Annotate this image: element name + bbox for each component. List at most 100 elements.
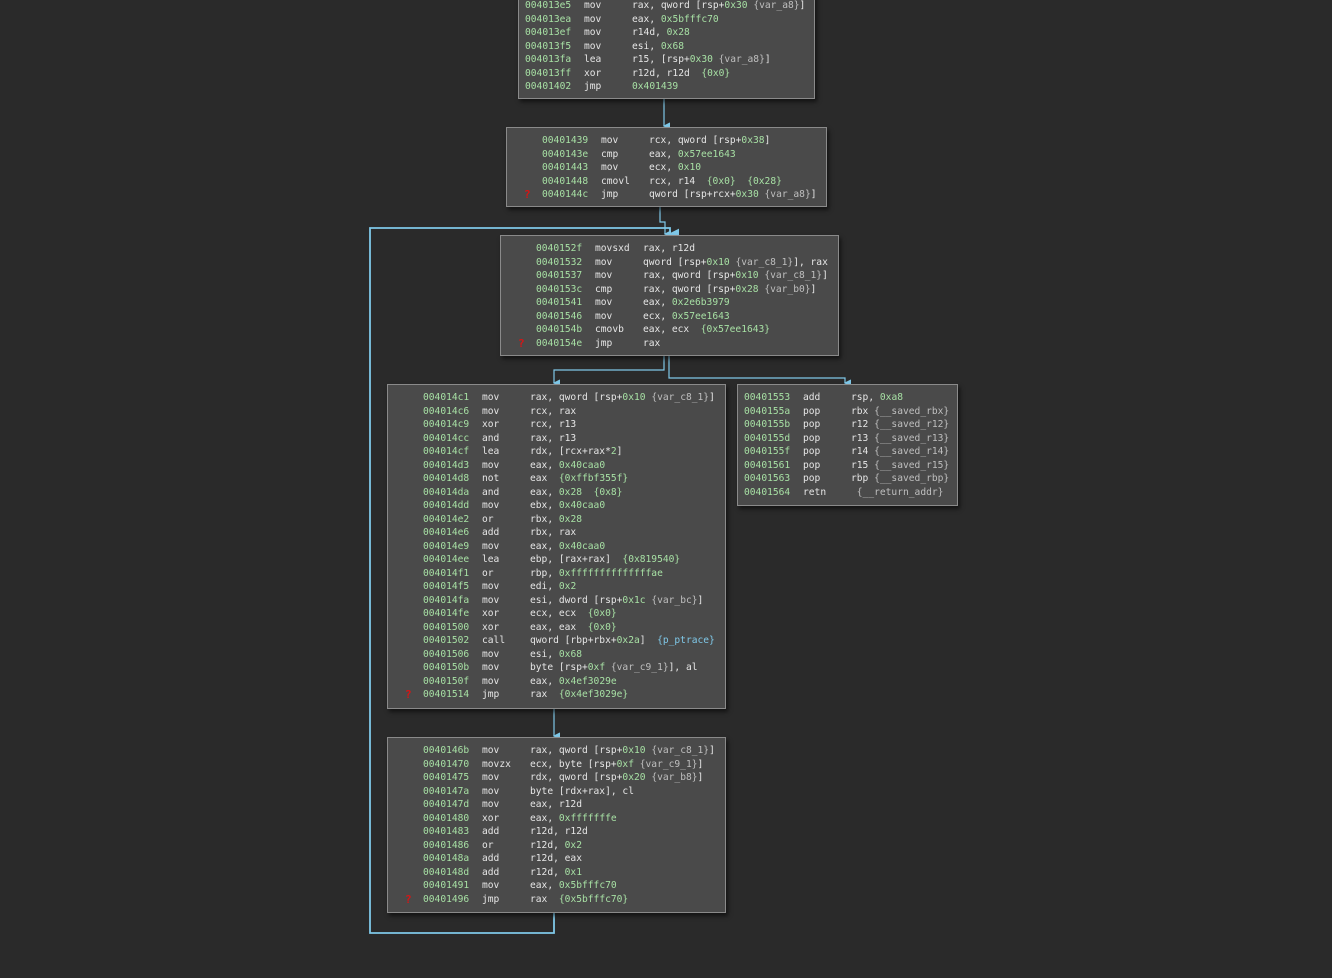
variable-token[interactable]: {var_c8_1} bbox=[651, 392, 710, 403]
variable-token[interactable]: {var_a8} bbox=[718, 54, 765, 65]
instruction-address[interactable]: 004014c6 bbox=[423, 405, 470, 417]
variable-token[interactable]: {var_b0} bbox=[764, 283, 811, 295]
instruction-operands[interactable]: rbx, rax bbox=[530, 526, 576, 540]
instruction-address[interactable]: 0040147a bbox=[423, 785, 470, 797]
instruction-operands[interactable]: r12d, 0x1 bbox=[530, 866, 582, 880]
instruction-operands[interactable]: r14d, 0x28 bbox=[632, 26, 690, 40]
immediate-token[interactable]: {0xffbf355f} bbox=[558, 473, 629, 484]
instruction-address[interactable]: 0040155a bbox=[744, 405, 791, 417]
instruction-operands[interactable]: eax, 0x40caa0 bbox=[530, 459, 605, 473]
instruction-operands[interactable]: rsp, 0xa8 bbox=[851, 391, 903, 405]
instruction-address[interactable]: 004014cf bbox=[423, 446, 470, 457]
immediate-token[interactable]: 0x28 bbox=[735, 283, 759, 295]
instruction-address[interactable]: 00401561 bbox=[744, 459, 791, 471]
instruction-operands[interactable]: rbx {__saved_rbx} bbox=[851, 405, 949, 419]
variable-token[interactable]: {var_b8} bbox=[651, 772, 698, 783]
instruction-address[interactable]: 004014fe bbox=[423, 608, 470, 619]
instruction-operands[interactable]: qword [rbp+rbx+0x2a] {p_ptrace} bbox=[530, 634, 715, 648]
immediate-token[interactable]: {0x819540} bbox=[622, 554, 681, 565]
instruction-address[interactable]: 004013fa bbox=[525, 54, 572, 65]
instruction-operands[interactable]: eax, r12d bbox=[530, 798, 582, 812]
immediate-token[interactable]: 0x28 bbox=[558, 486, 582, 498]
immediate-token[interactable]: {0x0} bbox=[587, 621, 617, 633]
instruction-address[interactable]: 00401564 bbox=[744, 486, 791, 498]
instruction-address[interactable]: 00401506 bbox=[423, 648, 470, 660]
instruction-operands[interactable]: rax, qword [rsp+0x10 {var_c8_1}] bbox=[643, 269, 828, 283]
instruction-address[interactable]: 0040154e bbox=[536, 337, 583, 349]
instruction-address[interactable]: 00401537 bbox=[536, 270, 583, 281]
instruction-operands[interactable]: r14 {__saved_r14} bbox=[851, 445, 949, 459]
immediate-token[interactable]: {0x5bfffc70} bbox=[558, 893, 629, 905]
instruction-operands[interactable]: edi, 0x2 bbox=[530, 580, 576, 594]
instruction-address[interactable]: 00401500 bbox=[423, 621, 470, 633]
immediate-token[interactable]: 0xf bbox=[616, 758, 634, 770]
symbol-token[interactable]: {p_ptrace} bbox=[657, 635, 715, 646]
instruction-operands[interactable]: byte [rsp+0xf {var_c9_1}], al bbox=[530, 661, 698, 675]
instruction-operands[interactable]: esi, 0x68 bbox=[632, 40, 684, 54]
immediate-token[interactable]: 0x10 bbox=[677, 162, 701, 173]
instruction-address[interactable]: 00401496 bbox=[423, 893, 470, 905]
variable-token[interactable]: {var_a8} bbox=[753, 0, 800, 11]
immediate-token[interactable]: 0x57ee1643 bbox=[677, 148, 736, 160]
instruction-address[interactable]: 004014dd bbox=[423, 500, 470, 511]
instruction-address[interactable]: 004014da bbox=[423, 486, 470, 498]
instruction-address[interactable]: 0040143e bbox=[542, 148, 589, 160]
immediate-token[interactable]: 0x40caa0 bbox=[558, 459, 606, 471]
instruction-address[interactable]: 00401502 bbox=[423, 635, 470, 646]
instruction-address[interactable]: 004013ff bbox=[525, 67, 572, 79]
instruction-operands[interactable]: rcx, rax bbox=[530, 405, 576, 419]
instruction-operands[interactable]: ecx, 0x57ee1643 bbox=[643, 310, 730, 324]
instruction-address[interactable]: 00401480 bbox=[423, 812, 470, 824]
immediate-token[interactable]: 0x38 bbox=[741, 135, 765, 146]
instruction-operands[interactable]: esi, dword [rsp+0x1c {var_bc}] bbox=[530, 594, 703, 608]
instruction-address[interactable]: 004014e6 bbox=[423, 527, 470, 538]
instruction-address[interactable]: 00401546 bbox=[536, 310, 583, 322]
variable-token[interactable]: {__saved_rbx} bbox=[874, 405, 950, 417]
instruction-operands[interactable]: rbp, 0xffffffffffffffae bbox=[530, 567, 663, 581]
instruction-address[interactable]: 004013ef bbox=[525, 27, 572, 38]
instruction-operands[interactable]: byte [rdx+rax], cl bbox=[530, 785, 634, 799]
instruction-address[interactable]: 004014d8 bbox=[423, 473, 470, 484]
instruction-address[interactable]: 00401553 bbox=[744, 392, 791, 403]
instruction-address[interactable]: 00401475 bbox=[423, 772, 470, 783]
instruction-operands[interactable]: rax bbox=[643, 337, 660, 351]
variable-token[interactable]: {__saved_r14} bbox=[874, 446, 950, 457]
instruction-address[interactable]: 004013f5 bbox=[525, 40, 572, 52]
instruction-operands[interactable]: r15, [rsp+0x30 {var_a8}] bbox=[632, 53, 771, 67]
instruction-address[interactable]: 00401439 bbox=[542, 135, 589, 146]
instruction-operands[interactable]: esi, 0x68 bbox=[530, 648, 582, 662]
immediate-token[interactable]: 0x1 bbox=[564, 866, 582, 878]
immediate-token[interactable]: 0x30 bbox=[724, 0, 748, 11]
instruction-operands[interactable]: r12d, eax bbox=[530, 852, 582, 866]
